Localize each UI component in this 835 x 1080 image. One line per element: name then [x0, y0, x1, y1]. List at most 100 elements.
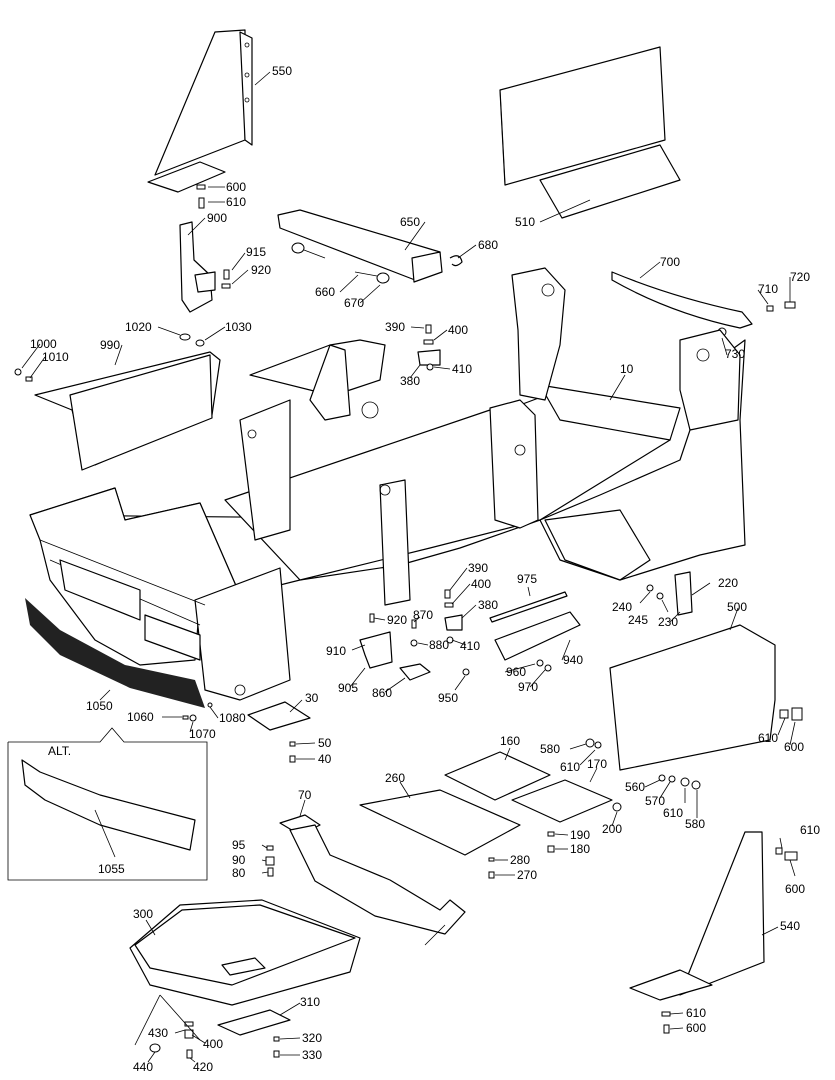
part-650-bar [277, 209, 463, 284]
part-380-bracket-mid [444, 589, 463, 644]
callout-170: 170 [587, 757, 607, 771]
part-160-plate [444, 738, 602, 801]
callout-700: 700 [660, 255, 680, 269]
callout-900: 900 [207, 211, 227, 225]
callout-420: 420 [193, 1060, 213, 1074]
callout-540: 540 [780, 919, 800, 933]
part-500-panel [609, 624, 803, 771]
callout-500: 500 [727, 600, 747, 614]
callout-320: 320 [302, 1031, 322, 1045]
hardware-400-420-430-440 [149, 1021, 194, 1059]
part-170-plate [511, 779, 622, 853]
callout-990: 990 [100, 338, 120, 352]
callout-680: 680 [478, 238, 498, 252]
callout-50: 50 [318, 736, 332, 750]
callout-550: 550 [272, 64, 292, 78]
part-510-panel [499, 46, 681, 219]
callout-1070: 1070 [189, 727, 216, 741]
callout-330: 330 [302, 1048, 322, 1062]
callout-580: 580 [540, 742, 560, 756]
part-905-bracket [359, 613, 393, 669]
callout-10: 10 [620, 362, 634, 376]
callout-1010: 1010 [42, 350, 69, 364]
callout-310: 310 [300, 995, 320, 1009]
part-300-tray [129, 899, 361, 1006]
part-975-strip [489, 591, 568, 623]
callout-1060: 1060 [127, 710, 154, 724]
callout-410: 410 [460, 639, 480, 653]
callout-300: 300 [133, 907, 153, 921]
hardware-560-580 [658, 774, 701, 790]
alt-inset-box [7, 727, 208, 881]
callout-440: 440 [133, 1060, 153, 1074]
part-310-plate [217, 1009, 291, 1058]
callout-920: 920 [387, 613, 407, 627]
callout-975: 975 [517, 572, 537, 586]
part-550-side-panel [147, 29, 253, 193]
callout-600: 600 [784, 740, 804, 754]
callout-70: 70 [298, 788, 312, 802]
callout-950: 950 [438, 691, 458, 705]
callout-720: 720 [790, 270, 810, 284]
callout-1000: 1000 [30, 337, 57, 351]
callout-570: 570 [645, 794, 665, 808]
part-260-plate [359, 789, 521, 879]
part-220-bracket [646, 571, 693, 616]
hardware-600-610-top-left [196, 184, 206, 209]
callout-970: 970 [518, 680, 538, 694]
callout-380: 380 [400, 374, 420, 388]
callout-410: 410 [452, 362, 472, 376]
part-940-plate [462, 611, 581, 676]
callout-610: 610 [758, 731, 778, 745]
callout-960: 960 [506, 665, 526, 679]
callout-610: 610 [800, 823, 820, 837]
callout-380: 380 [478, 598, 498, 612]
callout-610: 610 [560, 760, 580, 774]
callout-670: 670 [344, 296, 364, 310]
callout-1050: 1050 [86, 699, 113, 713]
callout-240: 240 [612, 600, 632, 614]
part-380-bracket-top [417, 324, 441, 371]
callout-180: 180 [570, 842, 590, 856]
callout-510: 510 [515, 215, 535, 229]
callout-610: 610 [226, 195, 246, 209]
callout-870: 870 [413, 608, 433, 622]
part-30-plate [247, 701, 311, 763]
callout-80: 80 [232, 866, 246, 880]
callout-245: 245 [628, 613, 648, 627]
callout-1080: 1080 [219, 711, 246, 725]
callout-910: 910 [326, 644, 346, 658]
callout-270: 270 [517, 868, 537, 882]
callout-730: 730 [725, 347, 745, 361]
callout-920: 920 [251, 263, 271, 277]
callout-220: 220 [718, 576, 738, 590]
part-990-panel [14, 333, 221, 471]
callout-labels: 550 600 610 900 915 920 650 680 660 670 … [30, 64, 820, 1074]
callout-260: 260 [385, 771, 405, 785]
leader-lines [21, 71, 796, 1063]
callout-860: 860 [372, 686, 392, 700]
callout-610: 610 [686, 1006, 706, 1020]
callout-400: 400 [471, 577, 491, 591]
part-70-step [265, 814, 466, 946]
callout-400: 400 [448, 323, 468, 337]
callout-230: 230 [658, 615, 678, 629]
part-860-bracket [399, 619, 431, 681]
callout-650: 650 [400, 215, 420, 229]
callout-580: 580 [685, 817, 705, 831]
callout-430: 430 [148, 1026, 168, 1040]
callout-1055: 1055 [98, 862, 125, 876]
part-900-bracket [179, 221, 231, 313]
callout-940: 940 [563, 653, 583, 667]
callout-915: 915 [246, 245, 266, 259]
part-1050-grill [25, 598, 205, 708]
callout-40: 40 [318, 752, 332, 766]
callout-600: 600 [785, 882, 805, 896]
hardware-1060-1070-1080 [182, 702, 213, 722]
part-540-side-panel [629, 831, 798, 1034]
callout-390: 390 [468, 561, 488, 575]
callout-95: 95 [232, 838, 246, 852]
callout-660: 660 [315, 285, 335, 299]
callout-90: 90 [232, 853, 246, 867]
